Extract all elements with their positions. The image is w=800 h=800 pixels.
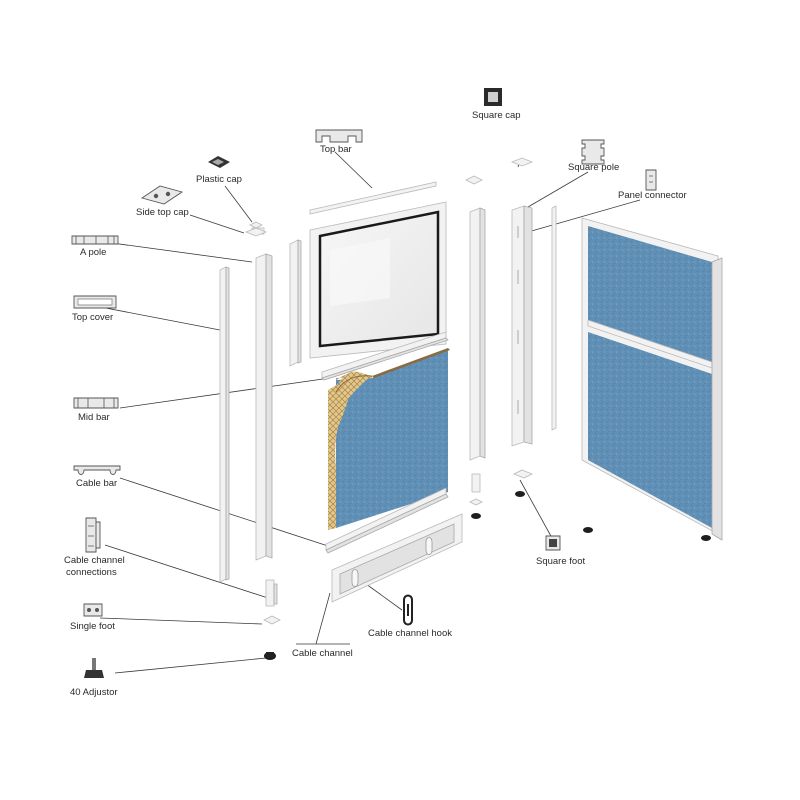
- label-plastic-cap: Plastic cap: [196, 174, 242, 185]
- adjustor-part: [264, 652, 276, 660]
- square-pole-part: [510, 157, 534, 497]
- single-foot-part: [263, 615, 281, 625]
- center-pole: [465, 175, 486, 519]
- label-single-foot: Single foot: [70, 621, 115, 632]
- label-adjustor: 40 Adjustor: [70, 687, 118, 698]
- label-a-pole: A pole: [80, 247, 106, 258]
- cable-channel-connections-icon: [85, 517, 101, 553]
- mid-bar-part: [321, 331, 449, 381]
- top-cover-icon: [73, 295, 117, 309]
- top-bar-part: [309, 181, 437, 215]
- panel-connector-icon: [645, 169, 657, 191]
- labels: Square cap Top bar Square pole Plastic c…: [64, 110, 687, 698]
- cable-channel-connection-part: [265, 579, 278, 607]
- cable-channel-part: [331, 513, 463, 603]
- label-square-foot: Square foot: [536, 556, 585, 567]
- label-cable-channel-hook: Cable channel hook: [368, 628, 452, 639]
- cable-bar-part: [325, 487, 449, 554]
- square-cap-icon: [484, 88, 502, 106]
- label-cable-channel-connections-2: connections: [66, 567, 117, 578]
- top-bar-icon: [315, 129, 363, 143]
- label-top-bar: Top bar: [320, 144, 352, 155]
- cap-pieces: [244, 221, 268, 237]
- label-square-cap: Square cap: [472, 110, 521, 121]
- panel-connector-part: [551, 205, 557, 431]
- leader-lines: [89, 151, 641, 674]
- glass-frame: [309, 201, 447, 359]
- assembled-panel: [581, 217, 723, 541]
- plastic-cap-icon: [208, 156, 230, 168]
- single-foot-icon: [83, 603, 103, 617]
- label-cable-bar: Cable bar: [76, 478, 117, 489]
- cable-bar-icon: [73, 465, 121, 475]
- square-pole-icon: [581, 139, 605, 165]
- label-cable-channel: Cable channel: [292, 648, 353, 659]
- label-side-top-cap: Side top cap: [136, 207, 189, 218]
- cable-channel-hook-icon: [403, 594, 413, 626]
- frame-side-strip: [289, 239, 302, 367]
- square-foot-icon: [545, 535, 561, 551]
- adjustor-icon: [84, 658, 104, 678]
- a-pole-part: [251, 227, 273, 561]
- a-pole-icon: [71, 235, 119, 245]
- label-mid-bar: Mid bar: [78, 412, 110, 423]
- label-panel-connector: Panel connector: [618, 190, 687, 201]
- fabric-panel-cutaway: [328, 348, 450, 530]
- top-cover-strip: [219, 266, 230, 583]
- mid-bar-icon: [73, 397, 119, 409]
- label-top-cover: Top cover: [72, 312, 113, 323]
- side-top-cap-icon: [140, 185, 184, 205]
- label-cable-channel-connections-1: Cable channel: [64, 555, 125, 566]
- label-square-pole: Square pole: [568, 162, 619, 173]
